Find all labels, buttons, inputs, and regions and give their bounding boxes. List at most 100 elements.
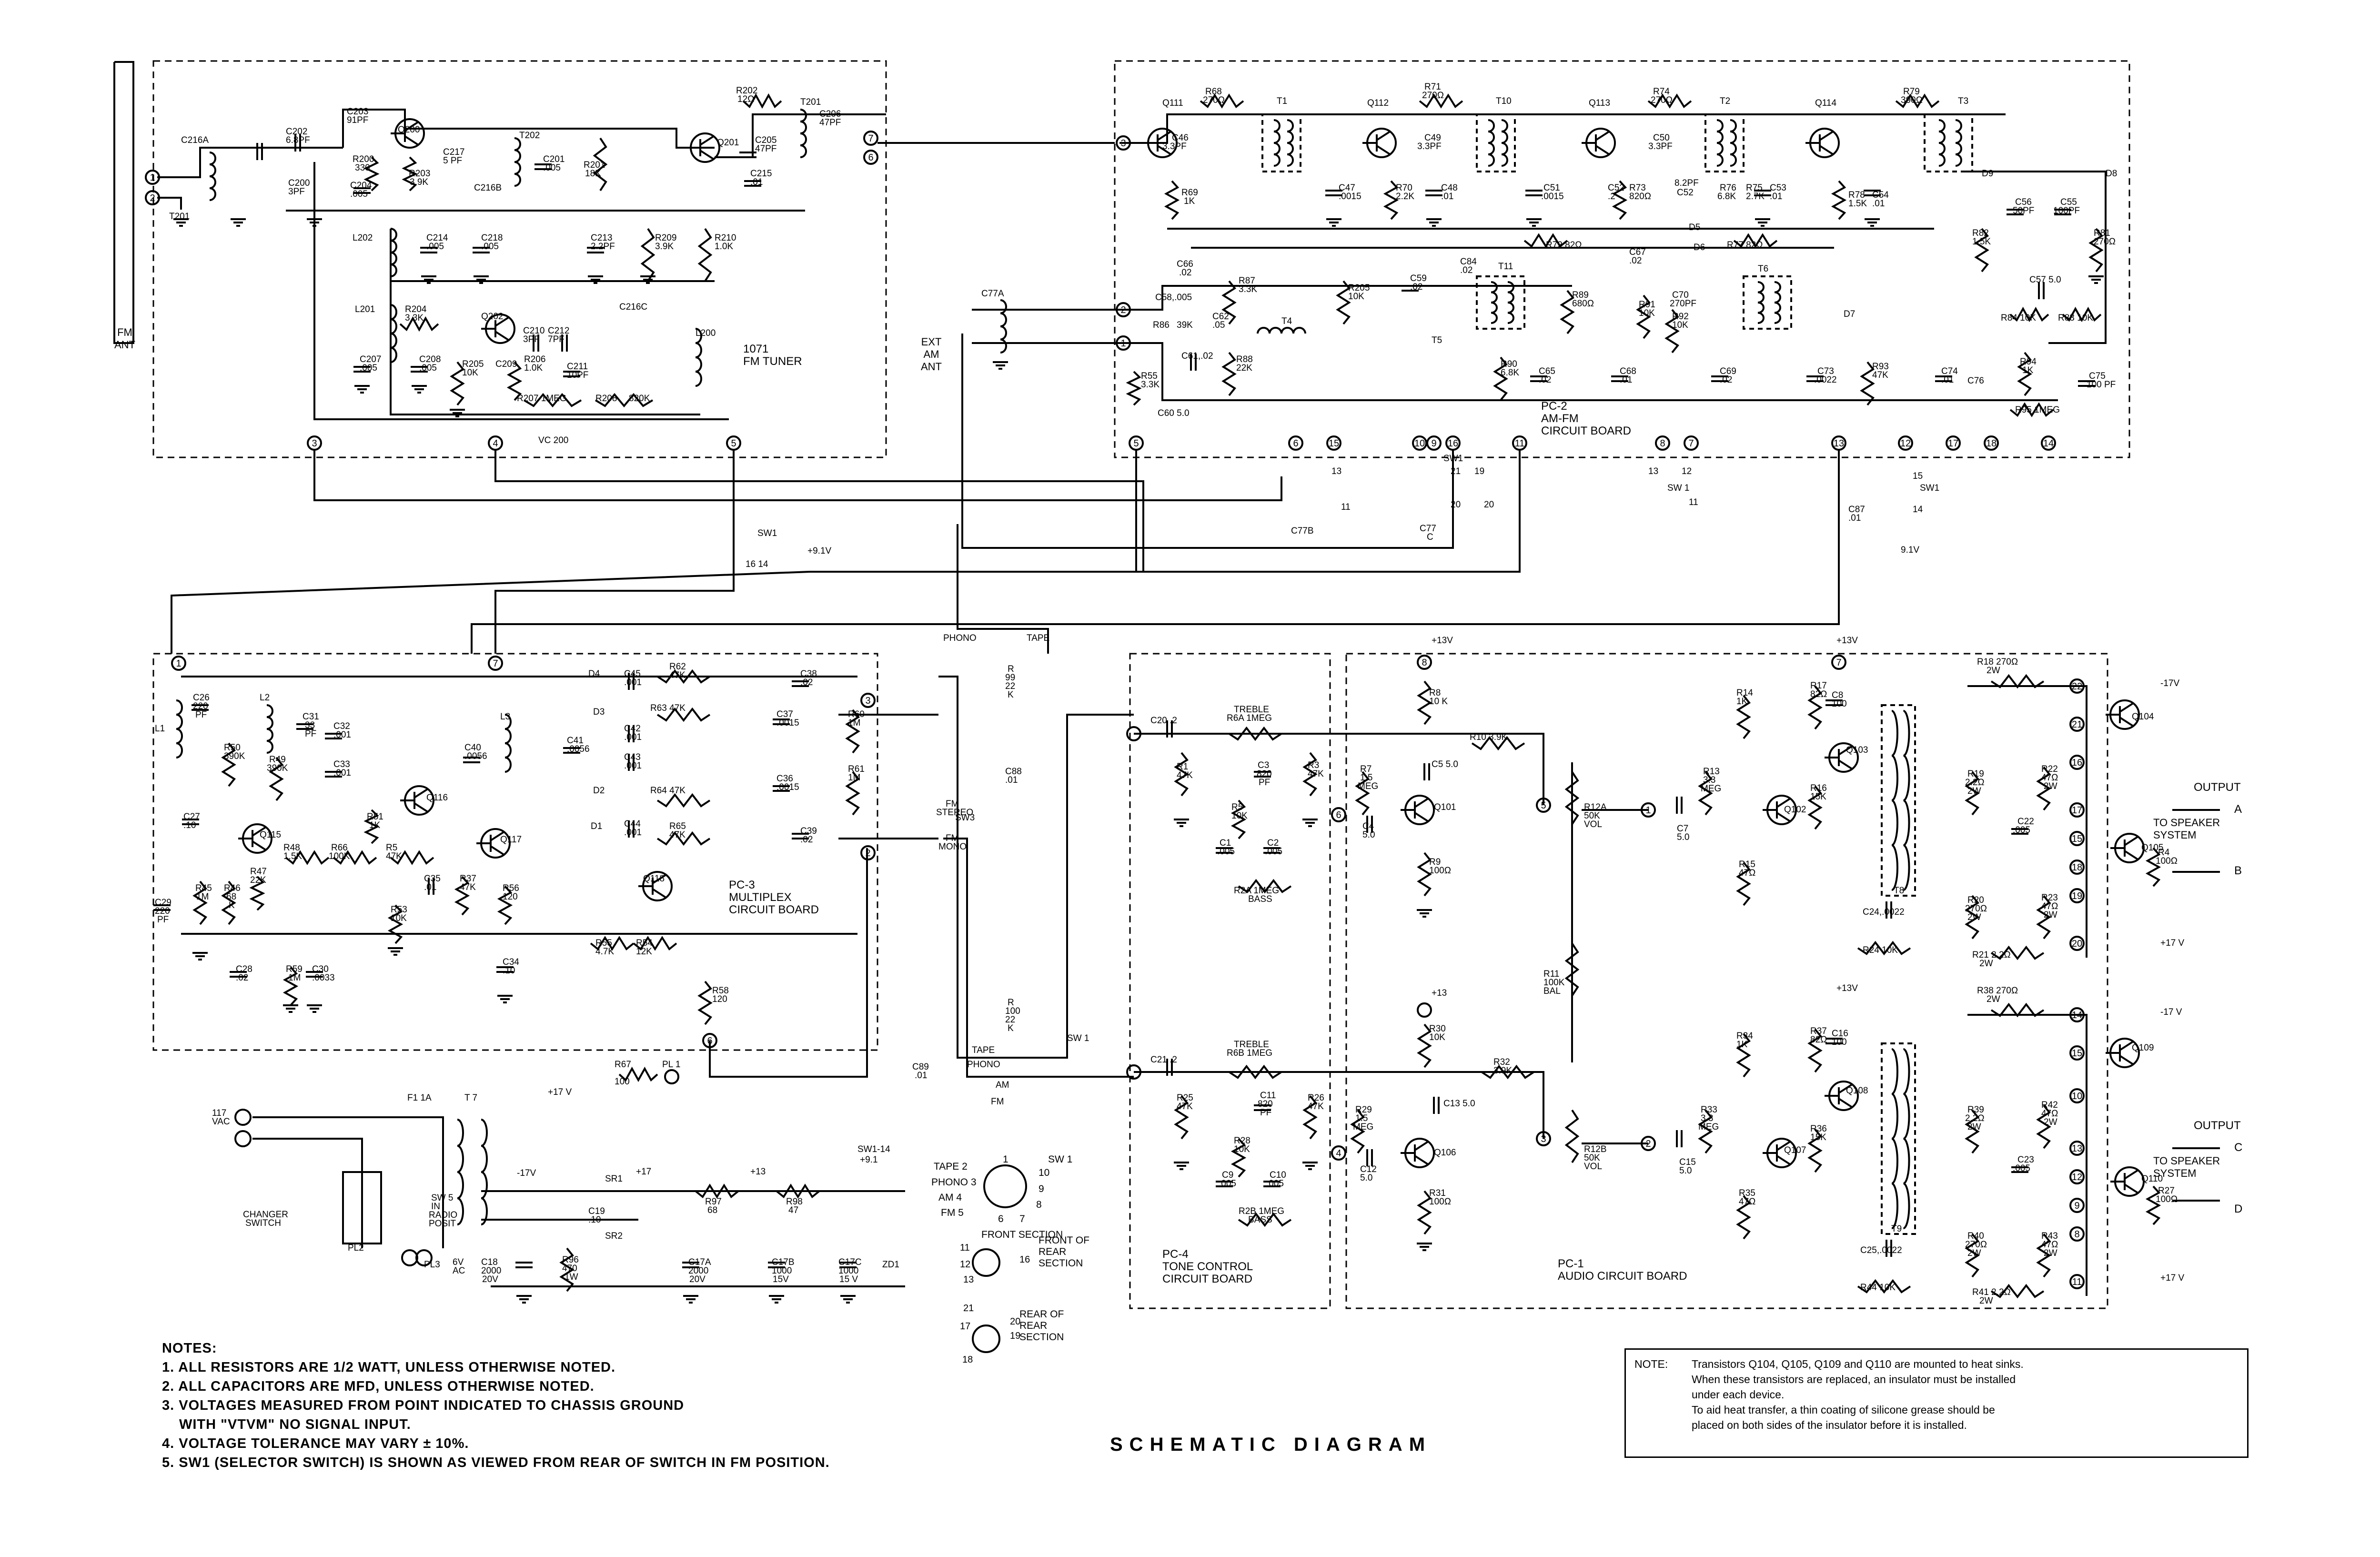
svg-text:18: 18 xyxy=(2072,862,2082,873)
c34-cap xyxy=(496,966,514,973)
q108-transistor xyxy=(1825,1081,1859,1111)
output-terminal-D: D xyxy=(2234,1203,2242,1215)
label-pl-1: PL 1 xyxy=(662,1060,680,1070)
pc3-label-2: CIRCUIT BOARD xyxy=(729,903,819,916)
label-r209: R209 xyxy=(655,233,676,243)
c20-cap xyxy=(1166,720,1173,738)
t202-coil xyxy=(514,137,521,187)
svg-text:6: 6 xyxy=(1336,810,1341,820)
label-bass: BASS xyxy=(1248,1215,1272,1225)
label-c87: C87 xyxy=(1848,505,1865,515)
tuner-if-out xyxy=(715,113,886,158)
coil-symbol xyxy=(1716,119,1724,167)
svg-text:7: 7 xyxy=(868,133,873,144)
note-3-continued: WITH "VTVM" NO SIGNAL INPUT. xyxy=(179,1417,411,1432)
label--005: .005 xyxy=(543,163,561,173)
label-fm: FM xyxy=(946,833,958,843)
label--13: +13 xyxy=(750,1167,766,1177)
r2a-pot xyxy=(1238,879,1292,894)
label--02: .02 xyxy=(1179,268,1191,278)
q116-transistor xyxy=(400,785,434,816)
label-39k: 39K xyxy=(1177,320,1193,330)
label-r90: R90 xyxy=(1501,359,1517,369)
label-99: 99 xyxy=(1005,673,1015,683)
r5-resistor xyxy=(390,850,434,865)
label-r19: R19 xyxy=(1967,769,1984,779)
pc2-terminal-11: 11 xyxy=(1512,435,1527,451)
coil-symbol xyxy=(1491,281,1498,324)
r12a-pot xyxy=(1564,771,1580,825)
label-47k: 47K xyxy=(460,882,476,892)
label--13v: +13V xyxy=(1836,636,1858,646)
speaker-dest-1-1: SYSTEM xyxy=(2153,1167,2196,1179)
fm-ant-terminal-2: 2 xyxy=(145,190,160,205)
ground-symbol xyxy=(2088,275,2104,284)
svg-text:4: 4 xyxy=(1336,1148,1341,1159)
pc4-label-1: TONE CONTROL xyxy=(1162,1260,1253,1273)
label-47pf: 47PF xyxy=(755,144,777,154)
r83-resistor xyxy=(2062,306,2102,323)
r17-resistor xyxy=(1807,685,1823,730)
c77a-ant-coil xyxy=(1000,299,1007,354)
label--0015: .0015 xyxy=(1541,192,1564,202)
label-r30: R30 xyxy=(1429,1024,1446,1034)
ground-symbol xyxy=(993,361,1008,370)
label-r72-82-: R72 82Ω xyxy=(1546,240,1582,250)
label-2w: 2W xyxy=(1979,1296,1993,1306)
label-220: 220 xyxy=(193,701,208,711)
label-270-: 270Ω xyxy=(1965,904,1987,914)
tone-left-path xyxy=(1134,733,1544,805)
note-box-line-1: Transistors Q104, Q105, Q109 and Q110 ar… xyxy=(1692,1358,2024,1370)
note-box-line-3: under each device. xyxy=(1692,1388,1785,1401)
c44-cap xyxy=(628,820,635,838)
label-1k: 1K xyxy=(369,820,381,830)
r74-resistor xyxy=(1647,93,1692,109)
q101-transistor xyxy=(1401,795,1435,825)
label-c29: C29 xyxy=(155,898,171,908)
ground-symbol xyxy=(1417,1243,1432,1251)
label-c8: C8 xyxy=(1832,690,1843,700)
label-20: 20 xyxy=(1451,500,1461,510)
label-t9: T9 xyxy=(1891,1224,1902,1234)
label-100pf: 100PF xyxy=(2053,206,2080,216)
label-sw-1: SW 1 xyxy=(1067,1033,1089,1043)
label-r: R xyxy=(1008,664,1014,674)
label-390-: 390Ω xyxy=(1901,95,1923,105)
label-1m: 1M xyxy=(288,973,301,983)
pc1-terminal-5: 5 xyxy=(1536,798,1551,813)
r38-resistor xyxy=(1990,1002,2045,1018)
r206-resistor xyxy=(506,361,523,401)
c3-cap xyxy=(1254,771,1271,778)
r20-resistor xyxy=(1965,895,1980,940)
label-sw1-14: SW1-14 xyxy=(857,1144,890,1154)
label-c202: C202 xyxy=(286,127,307,137)
label-7pf: 7PF xyxy=(548,334,565,344)
label-r68: R68 xyxy=(1205,87,1222,97)
label--0056: .0056 xyxy=(464,751,487,761)
label--02: .02 xyxy=(1539,375,1551,385)
label-c52: C52 xyxy=(1608,183,1624,193)
label-47-: 47Ω xyxy=(2041,901,2058,911)
label-r11: R11 xyxy=(1543,969,1559,979)
label-c39: C39 xyxy=(800,826,817,836)
switch-label-2: AM 4 xyxy=(938,1192,962,1203)
r41-resistor xyxy=(1990,1284,2045,1299)
label-r87: R87 xyxy=(1239,276,1255,286)
svg-text:18: 18 xyxy=(1986,438,1997,449)
r10-resistor xyxy=(1471,736,1525,751)
svg-text:5: 5 xyxy=(1541,800,1546,811)
label-r51: R51 xyxy=(367,812,383,822)
label-r54: R54 xyxy=(636,938,653,948)
label-d2: D2 xyxy=(593,786,605,796)
c212-cap xyxy=(561,334,568,352)
pc1-supply-right xyxy=(1417,1002,1432,1018)
label-680-: 680Ω xyxy=(1572,299,1594,309)
coil-symbol xyxy=(1273,119,1281,167)
label-10k: 10K xyxy=(1348,292,1364,302)
c21-cap xyxy=(1166,1059,1173,1076)
c4-cap xyxy=(1366,816,1373,833)
pc4-terminal-6: 6 xyxy=(1331,807,1346,822)
label-r17: R17 xyxy=(1810,681,1827,691)
pc2-terminal-10: 10 xyxy=(1412,435,1427,451)
label-c47: C47 xyxy=(1339,183,1355,193)
